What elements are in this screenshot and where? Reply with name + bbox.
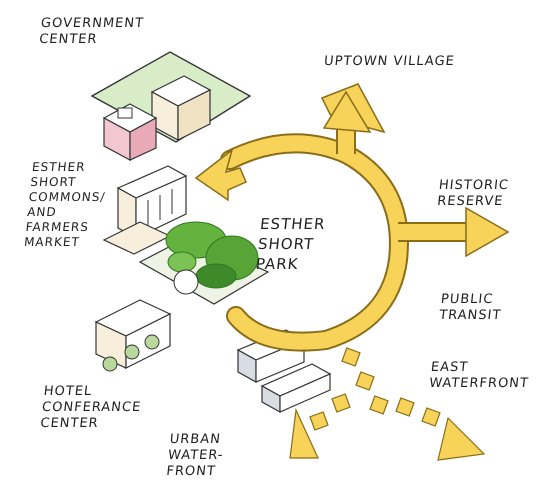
label-uptown-village: UPTOWN VILLAGE [323, 54, 456, 69]
label-public-transit: PUBLIC TRANSIT [438, 292, 503, 324]
label-line: HOTEL [42, 384, 93, 399]
label-line: PUBLIC [440, 292, 495, 307]
government-building-cluster [102, 103, 158, 162]
government-building-tall [150, 75, 212, 142]
dashed-arrows-waterfront [289, 347, 486, 461]
label-esther-short-park: ESTHER SHORT PARK [255, 214, 327, 274]
label-line: SHORT [29, 175, 78, 189]
label-line: CENTER [39, 416, 100, 431]
park-trees [165, 221, 259, 289]
label-line: WATER- [167, 448, 225, 463]
arrow-to-historic-reserve [465, 206, 510, 258]
arrow-to-commons [194, 148, 247, 202]
label-line: RESERVE [436, 194, 505, 209]
label-line: TRANSIT [438, 308, 503, 323]
label-line: SHORT [257, 235, 316, 253]
label-line: WATERFRONT [428, 376, 530, 391]
label-government-center: GOVERNMENT CENTER [38, 16, 144, 48]
label-line: GOVERNMENT [40, 16, 145, 31]
label-line: FARMERS [24, 220, 90, 234]
label-east-waterfront: EAST WATERFRONT [428, 360, 531, 392]
label-line: MARKET [23, 235, 81, 249]
label-line: AND [26, 205, 58, 219]
park-fountain [173, 269, 199, 295]
hotel-trees [102, 334, 160, 372]
label-line: CONFERANCE [41, 400, 142, 415]
label-line: EAST [430, 360, 469, 375]
label-line: CENTER [38, 32, 99, 47]
label-hotel-conference-center: HOTEL CONFERANCE CENTER [39, 384, 143, 432]
label-line: HISTORIC [438, 178, 510, 193]
label-urban-waterfront: URBAN WATER- FRONT [165, 432, 225, 480]
label-line: URBAN [168, 432, 222, 447]
label-historic-reserve: HISTORIC RESERVE [436, 178, 509, 210]
label-line: COMMONS/ [28, 190, 107, 204]
label-esther-short-commons: ESTHER SHORT COMMONS/ AND FARMERS MARKET [23, 160, 109, 250]
label-line: PARK [254, 255, 300, 273]
label-line: ESTHER [259, 215, 327, 233]
label-line: ESTHER [31, 160, 87, 174]
label-line: FRONT [165, 464, 217, 479]
